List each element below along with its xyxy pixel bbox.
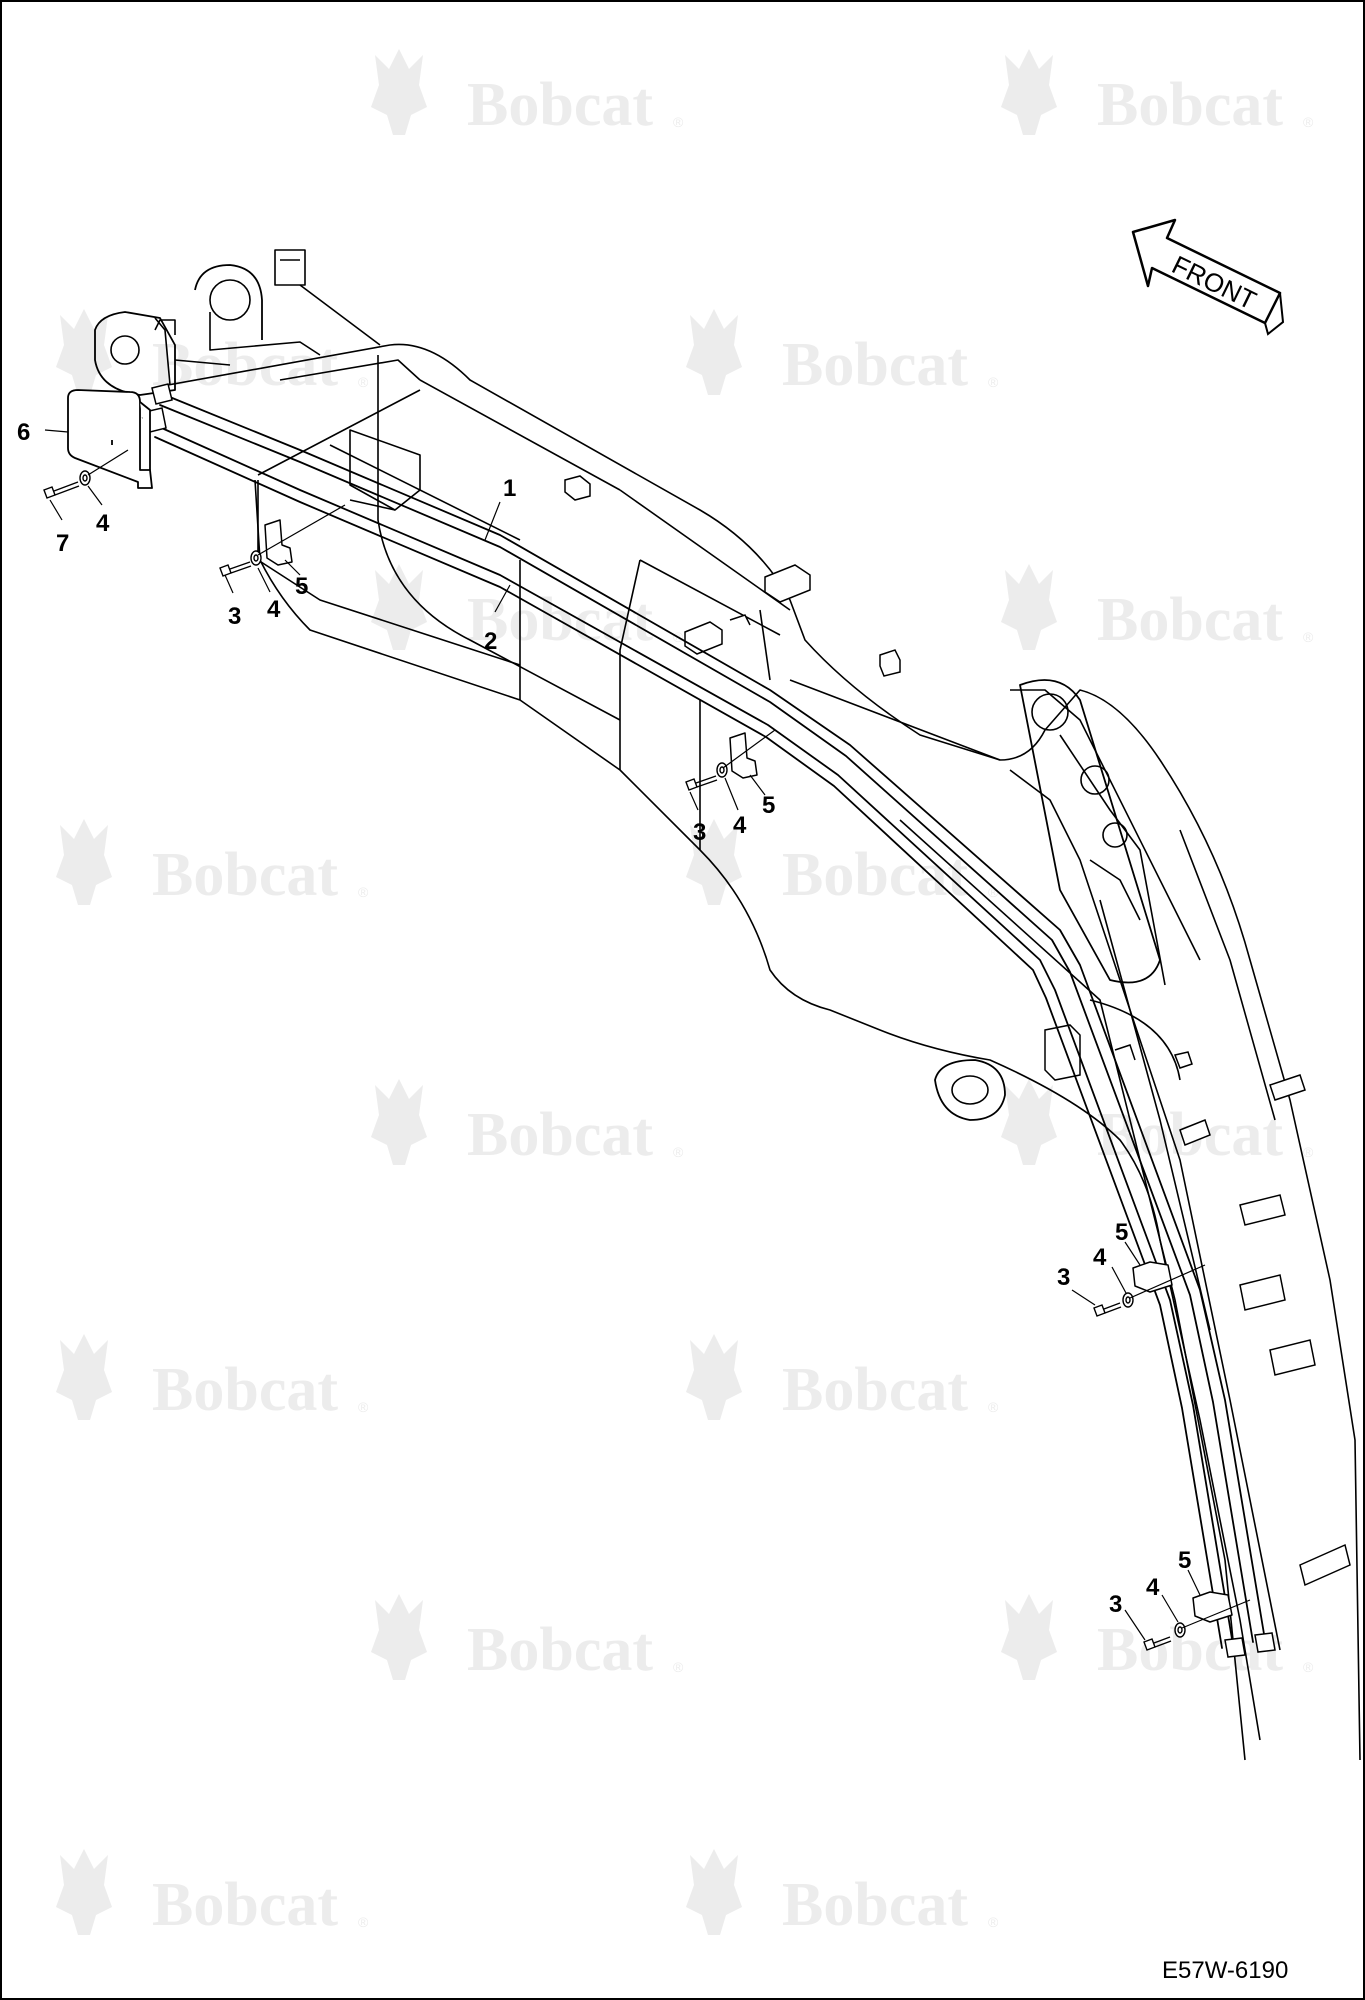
- watermark: Bobcat ®: [56, 309, 369, 399]
- watermark: Bobcat ®: [686, 1849, 999, 1939]
- pipe-2-inner: [154, 436, 1223, 1649]
- svg-text:Bobcat: Bobcat: [152, 1356, 338, 1424]
- callout-3: 3: [228, 603, 241, 630]
- svg-text:Bobcat: Bobcat: [152, 331, 338, 399]
- bolts-washers: [43, 470, 1186, 1651]
- callout-4: 4: [1093, 1244, 1107, 1271]
- watermark: Bobcat ®: [56, 1334, 369, 1424]
- watermark: Bobcat®: [371, 564, 684, 654]
- svg-text:Bobcat: Bobcat: [1097, 586, 1283, 654]
- callout-3: 3: [1109, 1591, 1122, 1618]
- svg-text:Bobcat: Bobcat: [1097, 1616, 1283, 1684]
- watermark: Bobcat ®: [371, 1594, 684, 1684]
- svg-text:®: ®: [358, 1914, 369, 1930]
- svg-text:®: ®: [988, 374, 999, 390]
- watermark: Bobcat ®: [371, 1079, 684, 1169]
- clamps: [264, 519, 1233, 1623]
- svg-text:Bobcat: Bobcat: [1097, 71, 1283, 139]
- callout-5: 5: [762, 792, 775, 819]
- callout-5: 5: [1178, 1547, 1191, 1574]
- callout-4: 4: [96, 510, 110, 537]
- svg-text:®: ®: [358, 884, 369, 900]
- svg-text:®: ®: [988, 1399, 999, 1415]
- callout-1: 1: [503, 475, 516, 502]
- cover-plate: [67, 389, 153, 489]
- callout-2: 2: [484, 628, 497, 655]
- callout-3: 3: [1057, 1264, 1070, 1291]
- svg-text:Bobcat: Bobcat: [152, 841, 338, 909]
- svg-text:®: ®: [1303, 629, 1314, 645]
- pipe-1: [159, 392, 1266, 1641]
- watermark: Bobcat ®: [56, 819, 369, 909]
- callout-4: 4: [733, 812, 747, 839]
- assembly-lines: [87, 449, 1251, 1629]
- callouts: 1 2 6 7 4 3 4 5 3 4 5 3 4 5 3 4 5: [17, 419, 1191, 1618]
- svg-text:Bobcat: Bobcat: [782, 1356, 968, 1424]
- svg-text:Bobcat: Bobcat: [152, 1871, 338, 1939]
- boom-structure: [94, 249, 1361, 1761]
- watermark: Bobcat ®: [1001, 564, 1314, 654]
- drawing-code: E57W-6190: [1162, 1957, 1288, 1984]
- boom-pads: [564, 475, 1351, 1587]
- pipe-1-inner: [159, 404, 1254, 1643]
- svg-text:Bobcat: Bobcat: [782, 1871, 968, 1939]
- svg-text:®: ®: [1303, 1144, 1314, 1160]
- svg-text:®: ®: [1303, 114, 1314, 130]
- callout-3: 3: [693, 819, 706, 846]
- svg-text:®: ®: [1303, 1659, 1314, 1675]
- svg-text:Bobcat: Bobcat: [467, 1101, 653, 1169]
- watermark: Bobcat ®: [1001, 1594, 1314, 1684]
- svg-text:Bobcat: Bobcat: [467, 71, 653, 139]
- watermark: Bobcat ®: [371, 49, 684, 139]
- callout-7: 7: [56, 530, 69, 557]
- watermark: Bobcat ®: [686, 1334, 999, 1424]
- svg-text:Bobcat: Bobcat: [467, 1616, 653, 1684]
- svg-text:®: ®: [988, 884, 999, 900]
- watermark-layer: Bobcat® Bobcat® Bobcat® Bobcat® Bobcat® …: [56, 49, 1314, 1939]
- watermark: Bobcat ®: [1001, 49, 1314, 139]
- front-label: FRONT: [1167, 249, 1261, 315]
- callout-5: 5: [295, 573, 308, 600]
- callout-4: 4: [1146, 1574, 1160, 1601]
- svg-text:®: ®: [358, 1399, 369, 1415]
- svg-text:®: ®: [673, 1144, 684, 1160]
- callout-4: 4: [267, 596, 281, 623]
- hydraulic-pipes: [154, 392, 1266, 1649]
- svg-text:®: ®: [988, 1914, 999, 1930]
- watermark: Bobcat ®: [686, 819, 999, 909]
- svg-text:Bobcat: Bobcat: [782, 841, 968, 909]
- watermark: Bobcat ®: [56, 1849, 369, 1939]
- svg-text:®: ®: [673, 114, 684, 130]
- pipe-2: [154, 424, 1234, 1646]
- leader-lines: [44, 429, 1201, 1641]
- front-arrow-icon: FRONT: [1131, 218, 1285, 336]
- svg-text:®: ®: [358, 374, 369, 390]
- svg-text:Bobcat: Bobcat: [782, 331, 968, 399]
- watermark: Bobcat ®: [686, 309, 999, 399]
- callout-6: 6: [17, 419, 30, 446]
- svg-text:®: ®: [673, 1659, 684, 1675]
- callout-5: 5: [1115, 1219, 1128, 1246]
